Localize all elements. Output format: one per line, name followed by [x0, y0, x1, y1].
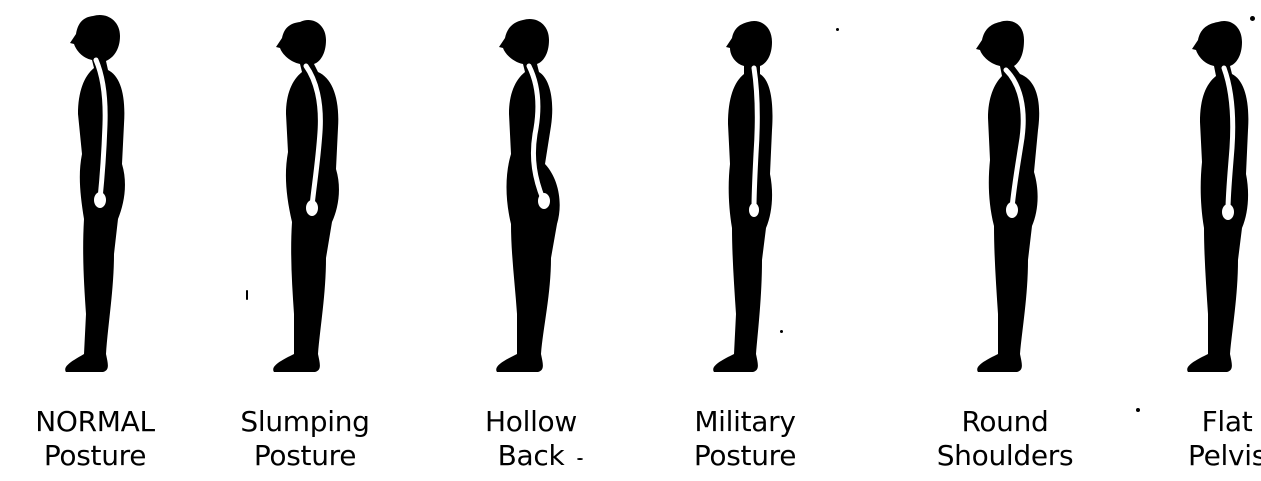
- slumping-caption-line1: Slumping: [200, 405, 410, 439]
- flat-pelvis-caption: Flat Pelvis: [1152, 405, 1261, 473]
- hollow-caption-line2: Back: [426, 439, 636, 473]
- round-caption-line2: Shoulders: [900, 439, 1110, 473]
- normal-posture-caption: NORMAL Posture: [0, 405, 200, 473]
- scan-speck: [577, 458, 583, 460]
- flat-caption-line2: Pelvis: [1152, 439, 1261, 473]
- slumping-caption-line2: Posture: [200, 439, 410, 473]
- scan-speck: [836, 28, 839, 31]
- normal-caption-line1: NORMAL: [0, 405, 200, 439]
- military-caption-line1: Military: [640, 405, 850, 439]
- flat-pelvis-silhouette: [1174, 14, 1261, 376]
- round-shoulders-silhouette: [962, 14, 1072, 376]
- hollow-back-silhouette: [481, 14, 591, 376]
- round-shoulders-caption: Round Shoulders: [900, 405, 1110, 473]
- military-posture-silhouette: [700, 14, 810, 376]
- scan-speck: [246, 290, 248, 300]
- flat-caption-line1: Flat: [1152, 405, 1261, 439]
- hollow-back-caption: Hollow Back: [426, 405, 636, 473]
- posture-slumping: Slumping Posture: [200, 0, 410, 481]
- round-caption-line1: Round: [900, 405, 1110, 439]
- posture-flat-pelvis: Flat Pelvis: [1112, 0, 1261, 481]
- scan-speck: [1136, 408, 1140, 412]
- hollow-caption-line1: Hollow: [426, 405, 636, 439]
- posture-normal: NORMAL Posture: [0, 0, 200, 481]
- posture-military: Military Posture: [640, 0, 850, 481]
- scan-speck: [1250, 16, 1255, 21]
- slumping-posture-silhouette: [260, 14, 370, 376]
- slumping-posture-caption: Slumping Posture: [200, 405, 410, 473]
- posture-hollow-back: Hollow Back: [426, 0, 636, 481]
- military-posture-caption: Military Posture: [640, 405, 850, 473]
- military-caption-line2: Posture: [640, 439, 850, 473]
- scan-speck: [780, 330, 783, 333]
- normal-posture-silhouette: [48, 14, 158, 376]
- normal-caption-line2: Posture: [0, 439, 200, 473]
- posture-round-shoulders: Round Shoulders: [900, 0, 1110, 481]
